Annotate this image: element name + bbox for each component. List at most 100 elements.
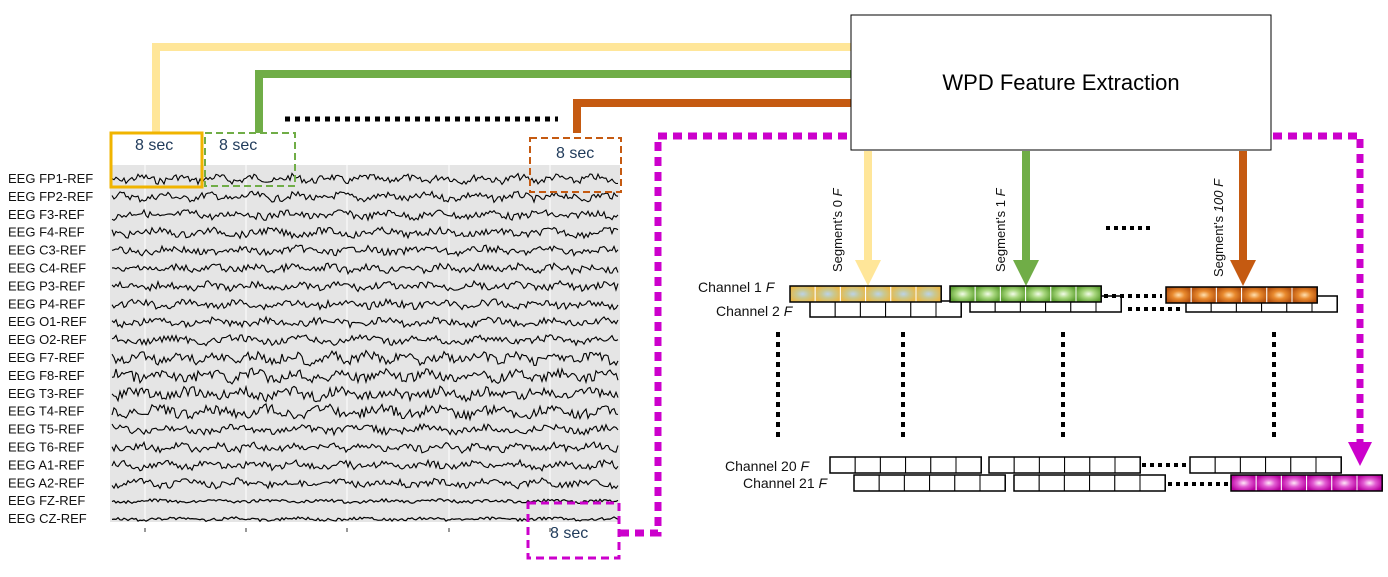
window-label-segment-0: 8 sec bbox=[135, 137, 173, 154]
eeg-channel-label: EEG C4-REF bbox=[8, 261, 86, 276]
eeg-channel-label: EEG A2-REF bbox=[8, 475, 85, 490]
channel-21-segment-0-cell bbox=[929, 474, 956, 492]
channel-2-segment-0-cell bbox=[809, 300, 836, 318]
eeg-trace bbox=[111, 226, 619, 240]
channel-21-segment-0-cell bbox=[954, 474, 981, 492]
window-box-last bbox=[526, 501, 621, 560]
channel-1-segment-0 bbox=[789, 285, 942, 303]
channel-21-segment-100 bbox=[1230, 474, 1383, 492]
last-window-arrowhead bbox=[1348, 442, 1372, 466]
channel-20-segment-100-cell bbox=[1315, 456, 1342, 474]
channel-1-segment-100-cell bbox=[1291, 286, 1318, 304]
channel-1-segment-100 bbox=[1165, 286, 1318, 304]
row-ellipses bbox=[1104, 294, 1228, 486]
channel-1-segment-100-cell bbox=[1241, 286, 1268, 304]
eeg-trace bbox=[111, 315, 619, 329]
channel-20-segment-100 bbox=[1189, 456, 1342, 474]
channel-2-label: Channel 2 F bbox=[716, 303, 794, 319]
channel-1-segment-1-cell bbox=[949, 285, 976, 303]
channel-1-segment-100-cell bbox=[1215, 286, 1243, 304]
channel-21-segment-1-cell bbox=[1063, 474, 1091, 492]
eeg-trace bbox=[111, 458, 619, 472]
channel-21-segment-1-cell bbox=[1139, 474, 1166, 492]
channel-21-segment-100-cell bbox=[1255, 474, 1282, 492]
segment-100-label: Segment’s 100 F bbox=[1211, 178, 1226, 277]
channel-ellipses bbox=[776, 332, 1276, 438]
channel-20-segment-1 bbox=[988, 456, 1141, 474]
channel-21-segment-0 bbox=[853, 474, 1006, 492]
channel-20-segment-1-cell bbox=[988, 456, 1015, 474]
channel-2-segment-0-cell bbox=[834, 300, 861, 318]
channel-20-segment-0 bbox=[829, 456, 982, 474]
eeg-trace bbox=[111, 384, 619, 403]
channel-1-segment-0-cell bbox=[865, 285, 892, 303]
eeg-channel-label: EEG CZ-REF bbox=[8, 511, 87, 526]
eeg-trace bbox=[111, 515, 619, 523]
eeg-channel-label: EEG FZ-REF bbox=[8, 493, 85, 508]
window-box-segment-1 bbox=[204, 132, 296, 187]
eeg-channel-label: EEG P3-REF bbox=[8, 278, 85, 293]
eeg-channel-label: EEG F3-REF bbox=[8, 207, 85, 222]
eeg-trace bbox=[111, 297, 619, 311]
channel-21-segment-100-cell bbox=[1280, 474, 1308, 492]
channel-1-segment-1-cell bbox=[974, 285, 1001, 303]
channel-21-label: Channel 21 F bbox=[743, 475, 829, 491]
eeg-trace bbox=[111, 440, 619, 454]
eeg-traces bbox=[111, 172, 619, 523]
channel-20-segment-100-cell bbox=[1265, 456, 1292, 474]
channel-21-segment-1-cell bbox=[1089, 474, 1116, 492]
channel-1-segment-100-cell bbox=[1190, 286, 1217, 304]
channel-21-segment-1-cell bbox=[1038, 474, 1065, 492]
channel-2-segment-0-cell bbox=[910, 300, 937, 318]
channel-20-segment-1-cell bbox=[1038, 456, 1066, 474]
channel-1-segment-1-cell bbox=[1050, 285, 1077, 303]
eeg-channel-label: EEG C3-REF bbox=[8, 243, 86, 258]
segment-0-label: Segment’s 0 F bbox=[830, 187, 845, 272]
wpd-title: WPD Feature Extraction bbox=[942, 70, 1179, 95]
eeg-trace bbox=[111, 208, 619, 222]
eeg-channel-label: EEG F4-REF bbox=[8, 225, 85, 240]
channel-21-segment-100-cell bbox=[1230, 474, 1257, 492]
eeg-trace bbox=[111, 190, 619, 204]
channel-2-segment-0-cell bbox=[859, 300, 887, 318]
channel-20-segment-0-cell bbox=[930, 456, 957, 474]
wpd-box bbox=[850, 14, 1272, 151]
eeg-ticks bbox=[144, 528, 551, 532]
channel-20-segment-1-cell bbox=[1013, 456, 1040, 474]
eeg-trace bbox=[111, 497, 619, 505]
channel-21-segment-0-cell bbox=[853, 474, 880, 492]
window-label-segment-1: 8 sec bbox=[219, 137, 257, 154]
feature-blocks bbox=[789, 285, 1383, 492]
channel-2-segment-0-cell bbox=[935, 300, 962, 318]
channel-21-segment-0-cell bbox=[878, 474, 905, 492]
channel-1-segment-1-cell bbox=[999, 285, 1027, 303]
channel-1-segment-1 bbox=[949, 285, 1102, 303]
channel-21-segment-100-cell bbox=[1331, 474, 1358, 492]
segment-1-connector bbox=[255, 70, 852, 133]
channel-20-label: Channel 20 F bbox=[725, 458, 811, 474]
segment-0-arrowhead bbox=[855, 260, 881, 286]
channel-20-segment-100-cell bbox=[1239, 456, 1267, 474]
eeg-trace bbox=[111, 477, 619, 490]
channel-21-segment-1 bbox=[1013, 474, 1166, 492]
channel-20-segment-0-cell bbox=[829, 456, 856, 474]
channel-1-segment-0-cell bbox=[839, 285, 867, 303]
channel-1-label: Channel 1 F bbox=[698, 279, 776, 295]
channel-20-segment-1-cell bbox=[1114, 456, 1141, 474]
eeg-channel-label: EEG FP2-REF bbox=[8, 189, 93, 204]
eeg-trace bbox=[111, 333, 619, 347]
window-box-segment-0 bbox=[109, 131, 204, 189]
last-window-connector bbox=[620, 132, 1364, 537]
eeg-trace bbox=[111, 279, 619, 293]
eeg-channel-label: EEG T4-REF bbox=[8, 404, 84, 419]
channel-1-segment-0-cell bbox=[814, 285, 841, 303]
eeg-channel-label: EEG A1-REF bbox=[8, 457, 85, 472]
eeg-channel-label: EEG F7-REF bbox=[8, 350, 85, 365]
eeg-channel-label: EEG O1-REF bbox=[8, 314, 87, 329]
channel-20-segment-1-cell bbox=[1089, 456, 1116, 474]
channel-21-segment-100-cell bbox=[1306, 474, 1333, 492]
channel-1-segment-100-cell bbox=[1165, 286, 1192, 304]
eeg-trace bbox=[111, 367, 619, 385]
